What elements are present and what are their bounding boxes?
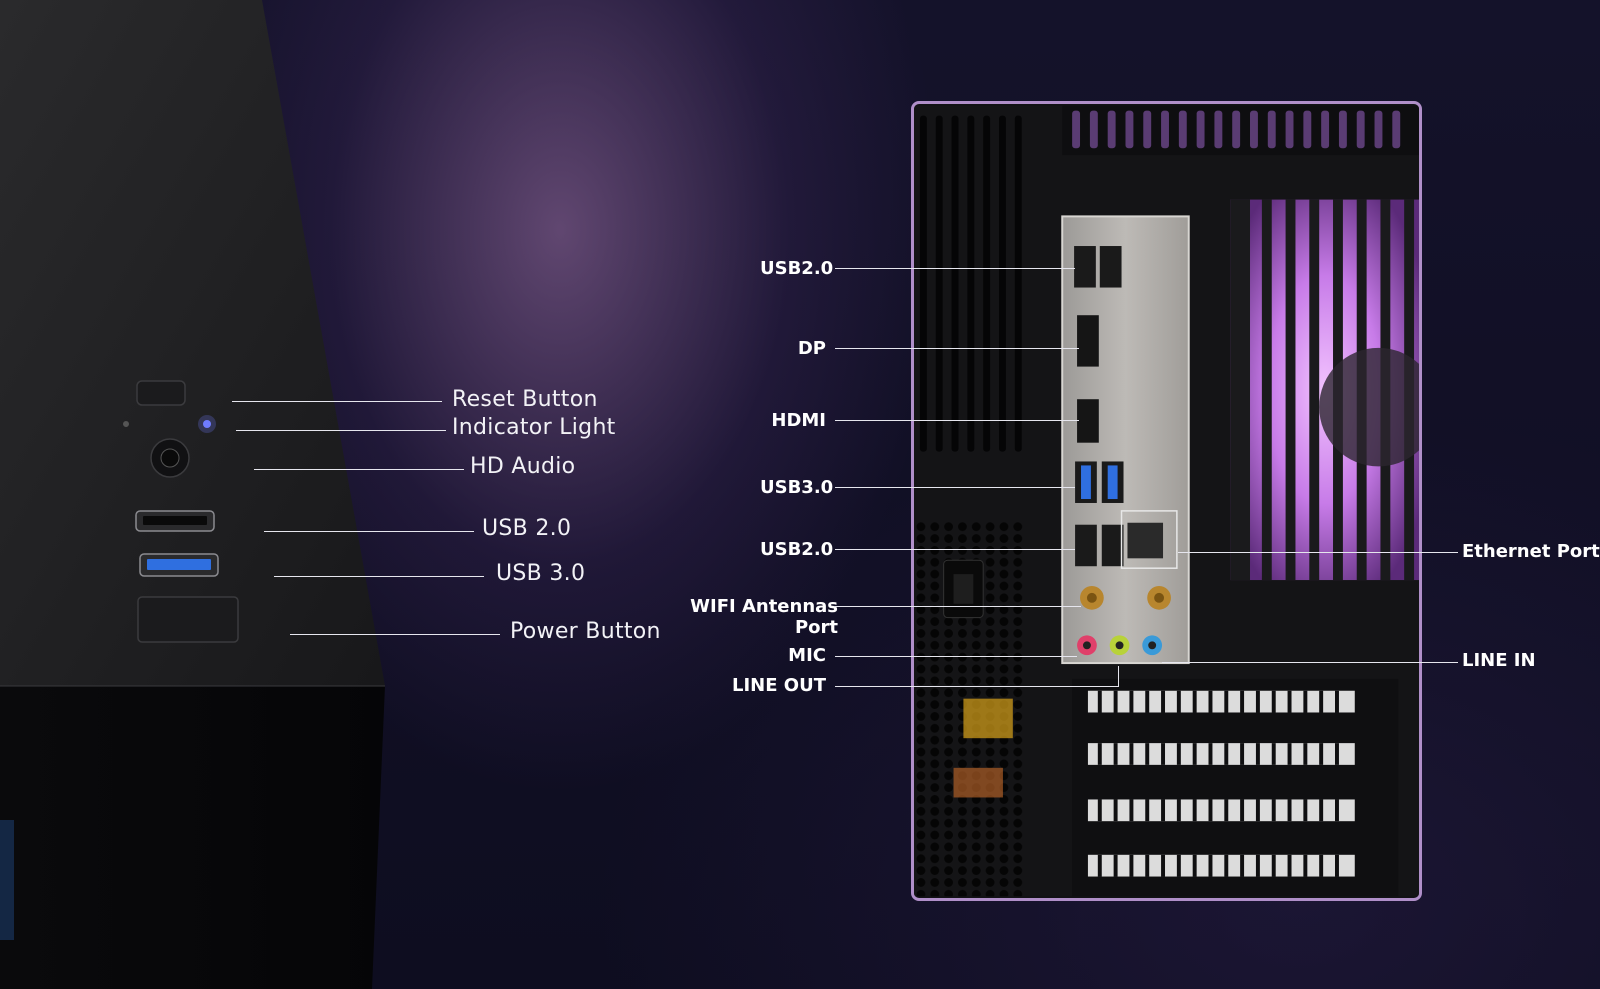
reset-button-leader	[232, 401, 442, 402]
rear-dp-label: DP	[797, 338, 826, 359]
rear-panel-photo	[911, 101, 1422, 901]
rear-wifi-antennas-label: WIFI Antennas	[690, 596, 838, 617]
hd-audio-label: HD Audio	[470, 454, 576, 479]
indicator-light-label: Indicator Light	[452, 415, 616, 440]
rear-usb2-lower-leader	[835, 549, 1075, 550]
hd-audio-leader	[254, 469, 464, 470]
rear-dp-leader	[835, 348, 1079, 349]
rear-wifi-port-label: Port	[794, 617, 838, 638]
rear-ethernet-leader	[1178, 552, 1458, 553]
case-front-panel	[0, 0, 390, 989]
rear-wifi-leader	[835, 606, 1081, 607]
rear-line-in-leader	[1162, 662, 1458, 663]
rear-usb3-label: USB3.0	[760, 477, 834, 498]
rear-line-out-label: LINE OUT	[732, 675, 826, 696]
rear-line-out-leader-vertical	[1118, 666, 1119, 686]
reset-button-label: Reset Button	[452, 387, 598, 412]
rear-usb2-top-leader	[835, 268, 1075, 269]
usb2-front-label: USB 2.0	[482, 516, 572, 541]
rear-usb2-lower-label: USB2.0	[760, 539, 834, 560]
power-button-label: Power Button	[510, 619, 661, 644]
rear-hdmi-leader	[835, 420, 1079, 421]
rear-line-out-leader	[835, 686, 1119, 687]
usb3-front-leader	[274, 576, 484, 577]
rear-mic-leader	[835, 656, 1077, 657]
rear-line-in-label: LINE IN	[1462, 650, 1536, 671]
rear-usb3-leader	[835, 487, 1075, 488]
rear-usb2-top-label: USB2.0	[760, 258, 834, 279]
rear-mic-label: MIC	[788, 645, 826, 666]
rear-hdmi-label: HDMI	[771, 410, 826, 431]
power-button-leader	[290, 634, 500, 635]
usb2-front-leader	[264, 531, 474, 532]
rear-ethernet-label: Ethernet Port	[1462, 541, 1600, 562]
usb3-front-label: USB 3.0	[496, 561, 586, 586]
indicator-light-leader	[236, 430, 446, 431]
